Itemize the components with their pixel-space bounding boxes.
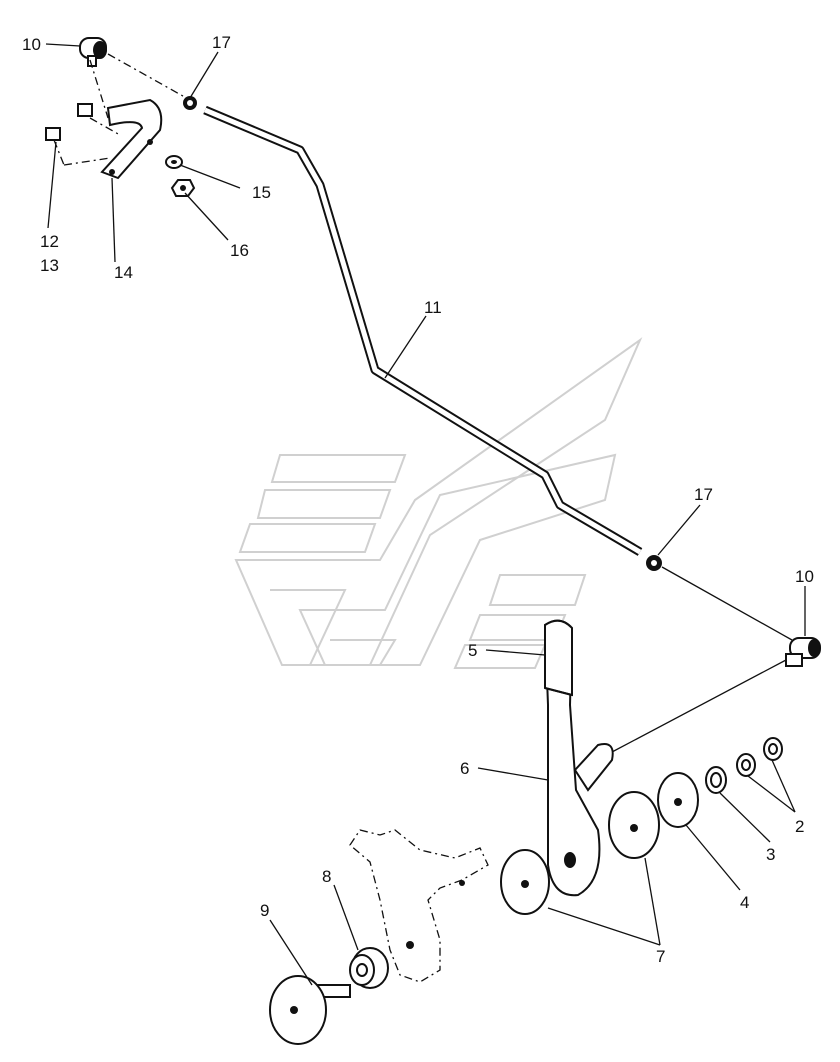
nut-part-16 xyxy=(170,179,196,197)
watermark-logo xyxy=(234,337,643,669)
callout-13: 13 xyxy=(40,256,59,275)
callout-2: 2 xyxy=(795,817,804,836)
ball-joint-part-10-lower xyxy=(611,637,821,753)
callout-3: 3 xyxy=(766,845,775,864)
callout-12: 12 xyxy=(40,232,59,251)
rod-part-11 xyxy=(203,105,643,556)
callout-labels: 10 17 15 16 12 13 14 11 17 10 5 6 2 3 4 … xyxy=(22,33,814,966)
callout-5: 5 xyxy=(468,641,477,660)
bushing-part-7-left xyxy=(500,849,550,915)
callout-15: 15 xyxy=(252,183,271,202)
callout-14: 14 xyxy=(114,263,133,282)
leader-lines xyxy=(45,43,806,986)
callout-10-top: 10 xyxy=(22,35,41,54)
callout-7: 7 xyxy=(656,947,665,966)
bushing-part-7-right xyxy=(608,791,660,859)
callout-6: 6 xyxy=(460,759,469,778)
callout-11: 11 xyxy=(424,298,442,317)
pin-part-9 xyxy=(269,975,351,1045)
ball-joint-part-10-top xyxy=(79,37,191,101)
callout-16: 16 xyxy=(230,241,249,260)
washer-part-15 xyxy=(165,155,183,169)
nut-part-17-lower xyxy=(646,555,662,571)
washer-part-3 xyxy=(705,766,727,794)
callout-4: 4 xyxy=(740,893,749,912)
nut-part-2a xyxy=(736,753,756,777)
washer-part-4 xyxy=(657,772,699,828)
callout-17-top: 17 xyxy=(212,33,231,52)
callout-8: 8 xyxy=(322,867,331,886)
nut-part-2b xyxy=(763,737,783,761)
assembly-line-rod xyxy=(661,566,793,641)
callout-17-lower: 17 xyxy=(694,485,713,504)
callout-9: 9 xyxy=(260,901,269,920)
bracket-part-14 xyxy=(45,59,163,180)
lever-part-6 xyxy=(543,619,614,897)
callout-10-lower: 10 xyxy=(795,567,814,586)
nut-part-17-top xyxy=(183,96,197,110)
mounting-plate-phantom xyxy=(349,829,489,983)
spacer-part-8 xyxy=(349,947,389,989)
